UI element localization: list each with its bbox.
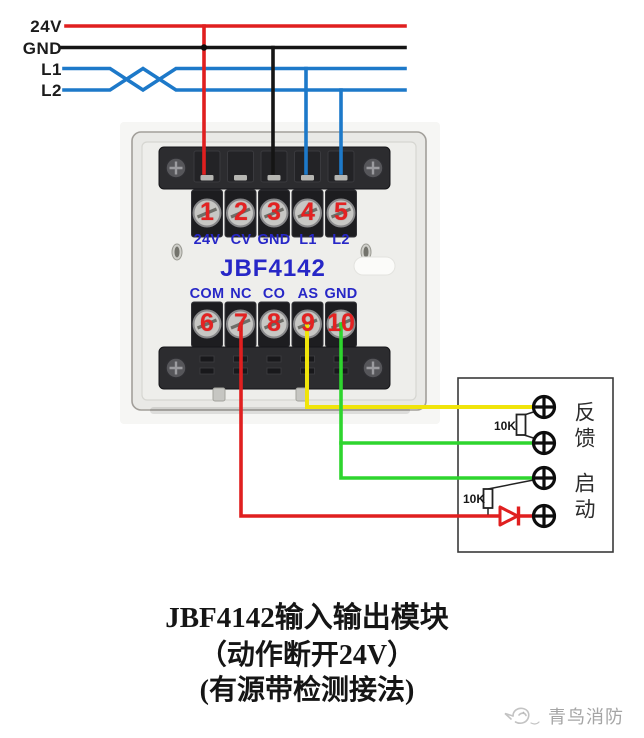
terminal-start-minus-icon: [531, 503, 557, 529]
terminal-number-1: 1: [200, 198, 214, 226]
watermark: 青鸟消防: [501, 702, 624, 729]
wire-l1: [62, 66, 407, 93]
terminal-feedback-plus-icon: [531, 394, 557, 420]
caption-line2: （动作断开24V）: [198, 640, 416, 671]
terminal-number-10: 10: [327, 309, 355, 337]
bus-label-gnd: GND: [22, 39, 62, 58]
output-wires: [239, 322, 536, 518]
blank-sticker: [353, 256, 396, 276]
terminal-number-5: 5: [334, 198, 348, 226]
terminal-label-as: AS: [297, 286, 319, 302]
input-terminal-row: [191, 189, 357, 238]
wire-l2: [62, 66, 407, 92]
device-terminals: [531, 394, 557, 529]
mounting-slot-left: [171, 243, 183, 261]
resistor-body: [482, 488, 494, 509]
bird-logo-icon: [504, 707, 540, 725]
resistor-body: [515, 413, 527, 436]
strip-screw-icon: [165, 157, 384, 179]
strip-screw-icon: [165, 357, 384, 379]
terminal-feedback-minus-icon: [531, 430, 557, 456]
terminal-start-plus-icon: [531, 465, 557, 491]
caption-title: JBF4142输入输出模块: [165, 602, 449, 634]
terminal-label-l1: L1: [299, 232, 317, 248]
terminal-label-gnd: GND: [257, 232, 291, 248]
junction-dot: [200, 44, 208, 51]
bus-label-l1: L1: [41, 60, 62, 79]
bus-label-24v: 24V: [30, 17, 62, 36]
mounting-slot-right: [360, 243, 372, 261]
resistor-value-start: 10K: [462, 492, 485, 506]
plastic-foot: [212, 387, 226, 402]
terminal-label-l2: L2: [332, 232, 350, 248]
module-model: JBF4142: [220, 255, 326, 282]
terminal-number-8: 8: [267, 309, 281, 337]
terminal-number-4: 4: [301, 198, 315, 226]
wire-nc-red: [239, 322, 500, 518]
bus-wires: [60, 24, 407, 175]
wire-gnd-green: [339, 322, 536, 480]
screw-icon: [192, 198, 356, 228]
diode-icon: [498, 505, 521, 527]
bus-label-l2: L2: [41, 81, 62, 100]
terminal-label-cv: CV: [230, 232, 252, 248]
terminal-label-gnd2: GND: [324, 286, 358, 302]
wire-as-yellow: [305, 322, 536, 409]
device-label-feedback: 反馈: [572, 401, 596, 453]
terminal-label-24v: 24V: [193, 232, 221, 248]
resistor-value-feedback: 10K: [493, 419, 516, 433]
caption-line3: (有源带检测接法): [199, 675, 415, 706]
terminal-number-9: 9: [301, 309, 315, 337]
terminal-label-nc: NC: [230, 286, 252, 302]
terminal-number-2: 2: [234, 198, 248, 226]
terminal-label-co: CO: [262, 286, 286, 302]
watermark-text: 青鸟消防: [548, 706, 624, 727]
terminal-number-3: 3: [267, 198, 281, 226]
resistor-start: [482, 479, 534, 515]
resistor-feedback: [515, 410, 536, 440]
terminal-number-7: 7: [234, 309, 248, 337]
device-label-start: 启动: [572, 472, 596, 524]
terminal-label-com: COM: [189, 286, 225, 302]
terminal-number-6: 6: [200, 309, 214, 337]
